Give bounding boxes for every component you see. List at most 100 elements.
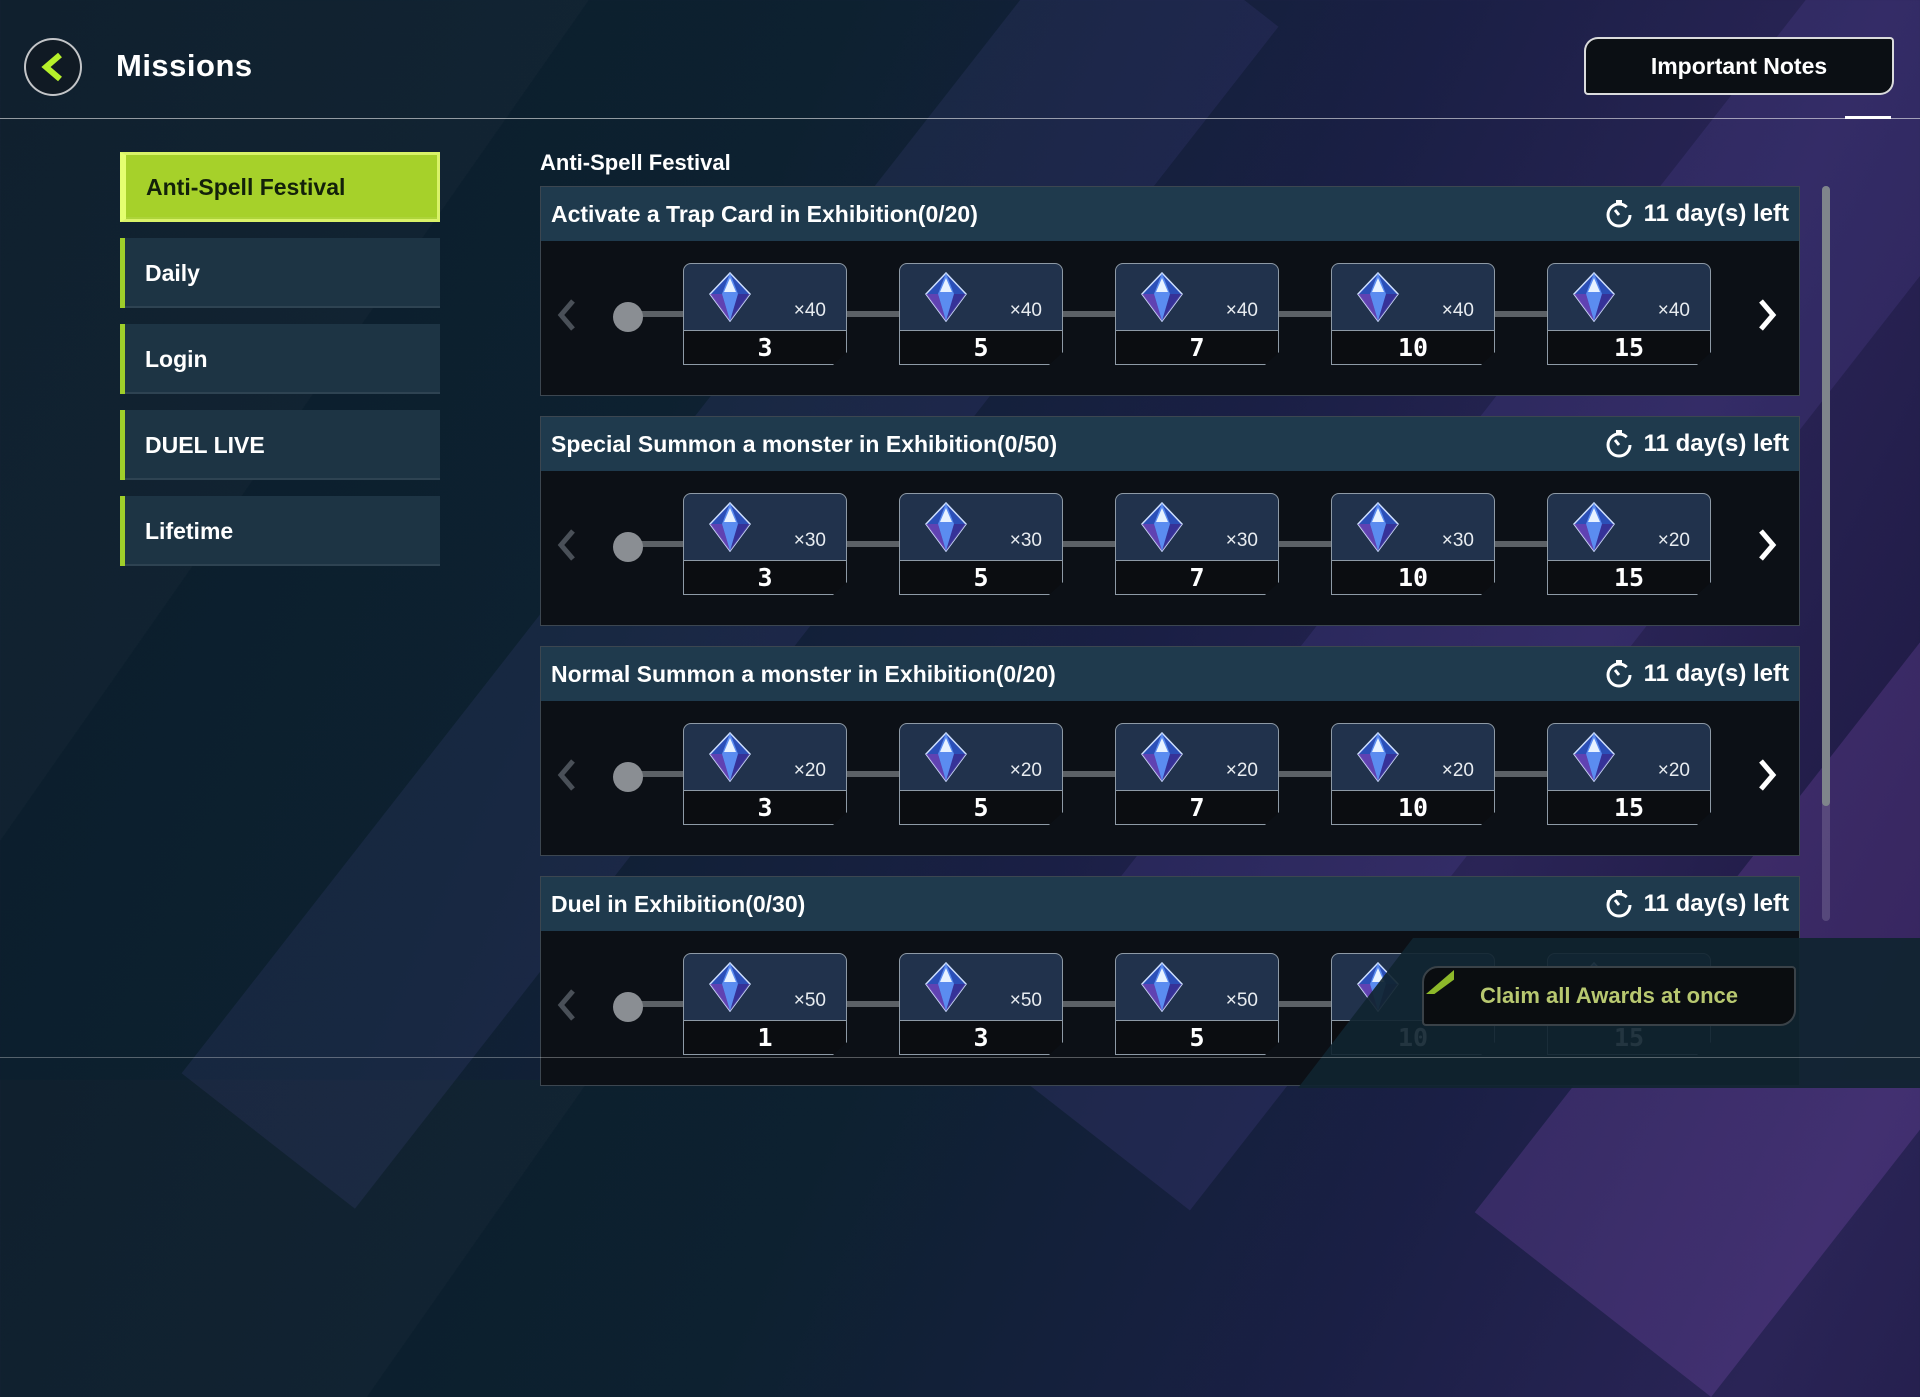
reward-box: ×50 — [1115, 953, 1279, 1021]
prev-arrow-icon[interactable] — [555, 525, 577, 565]
reward-box: ×20 — [1547, 723, 1711, 791]
time-left: 11 day(s) left — [1604, 889, 1789, 919]
gem-icon — [1141, 502, 1183, 552]
next-arrow-icon[interactable] — [1757, 295, 1779, 335]
milestone-count: 5 — [899, 791, 1063, 825]
milestone-count: 3 — [683, 791, 847, 825]
time-left: 11 day(s) left — [1604, 429, 1789, 459]
important-notes-button[interactable]: Important Notes — [1584, 37, 1894, 95]
milestone-count: 15 — [1547, 331, 1711, 365]
sidebar-item-label: Anti-Spell Festival — [146, 173, 346, 200]
claim-all-button[interactable]: Claim all Awards at once — [1422, 966, 1796, 1026]
gem-icon — [709, 962, 751, 1012]
gem-icon — [1357, 502, 1399, 552]
prev-arrow-icon[interactable] — [555, 755, 577, 795]
milestone-count: 15 — [1547, 791, 1711, 825]
reward-quantity: ×50 — [1009, 990, 1042, 1011]
progress-start-node — [613, 532, 643, 562]
reward-quantity: ×20 — [1657, 530, 1690, 551]
milestone-count: 10 — [1331, 561, 1495, 595]
back-button[interactable] — [24, 38, 82, 96]
sidebar-item-label: DUEL LIVE — [145, 431, 265, 458]
reward-box: ×30 — [1331, 493, 1495, 561]
reward-box: ×30 — [1115, 493, 1279, 561]
sidebar-item-label: Lifetime — [145, 517, 234, 544]
sidebar-item-label: Daily — [145, 259, 200, 286]
reward-quantity: ×40 — [1009, 300, 1042, 321]
milestone-count: 7 — [1115, 791, 1279, 825]
reward-box: ×20 — [1547, 493, 1711, 561]
reward-quantity: ×30 — [1009, 530, 1042, 551]
reward-quantity: ×30 — [793, 530, 826, 551]
milestone-count: 5 — [899, 561, 1063, 595]
mission-card: Normal Summon a monster in Exhibition(0/… — [540, 646, 1800, 856]
scrollbar-thumb[interactable] — [1822, 186, 1830, 806]
milestone-count: 15 — [1547, 561, 1711, 595]
milestone-count: 5 — [899, 331, 1063, 365]
timer-icon — [1606, 430, 1632, 458]
sidebar-item-anti-spell-festival[interactable]: Anti-Spell Festival — [120, 152, 440, 222]
sidebar-item-lifetime[interactable]: Lifetime — [120, 496, 440, 566]
header-divider-accent — [1845, 116, 1891, 119]
reward-box: ×40 — [899, 263, 1063, 331]
milestone-count: 5 — [1115, 1021, 1279, 1055]
timer-icon — [1606, 200, 1632, 228]
mission-header: Duel in Exhibition(0/30)11 day(s) left — [541, 877, 1799, 931]
milestone-count: 10 — [1331, 791, 1495, 825]
gem-icon — [709, 272, 751, 322]
progress-start-node — [613, 992, 643, 1022]
sidebar-item-label: Login — [145, 345, 208, 372]
reward-quantity: ×50 — [1225, 990, 1258, 1011]
milestone-count: 1 — [683, 1021, 847, 1055]
milestone-count: 10 — [1331, 331, 1495, 365]
sidebar-item-daily[interactable]: Daily — [120, 238, 440, 308]
sidebar-item-login[interactable]: Login — [120, 324, 440, 394]
milestone-count: 7 — [1115, 561, 1279, 595]
reward-quantity: ×20 — [1225, 760, 1258, 781]
milestone-count: 3 — [683, 331, 847, 365]
mission-card: Special Summon a monster in Exhibition(0… — [540, 416, 1800, 626]
prev-arrow-icon[interactable] — [555, 295, 577, 335]
prev-arrow-icon[interactable] — [555, 985, 577, 1025]
reward-box: ×50 — [899, 953, 1063, 1021]
milestone-count: 3 — [683, 561, 847, 595]
timer-icon — [1606, 890, 1632, 918]
bottom-divider — [0, 1057, 1920, 1058]
reward-quantity: ×20 — [1009, 760, 1042, 781]
gem-icon — [1141, 962, 1183, 1012]
next-arrow-icon[interactable] — [1757, 525, 1779, 565]
reward-quantity: ×30 — [1225, 530, 1258, 551]
mission-header: Normal Summon a monster in Exhibition(0/… — [541, 647, 1799, 701]
gem-icon — [1573, 272, 1615, 322]
sidebar-item-duel-live[interactable]: DUEL LIVE — [120, 410, 440, 480]
progress-start-node — [613, 302, 643, 332]
reward-box: ×30 — [899, 493, 1063, 561]
gem-icon — [925, 962, 967, 1012]
timer-icon — [1606, 660, 1632, 688]
reward-box: ×40 — [1331, 263, 1495, 331]
next-arrow-icon[interactable] — [1757, 755, 1779, 795]
reward-box: ×30 — [683, 493, 847, 561]
time-left: 11 day(s) left — [1604, 659, 1789, 689]
gem-icon — [1141, 272, 1183, 322]
